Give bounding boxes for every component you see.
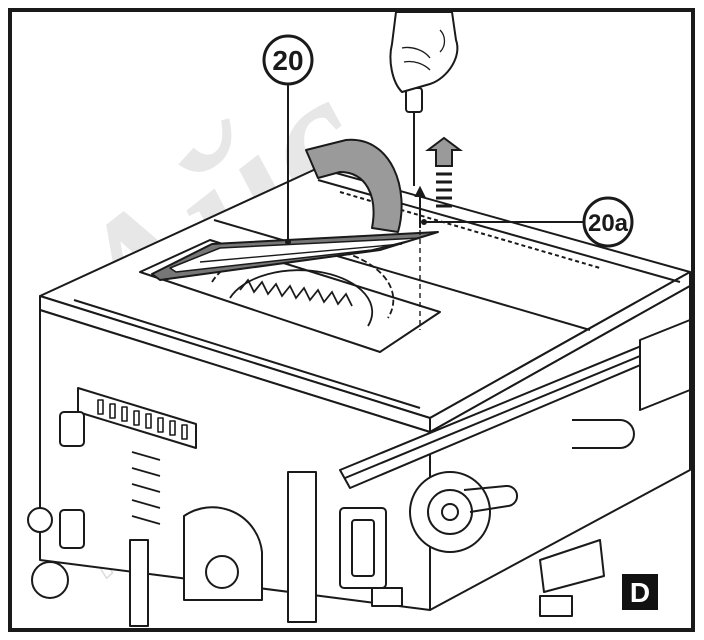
power-switch [59,411,85,447]
callout-20a: 20a [582,196,634,248]
callout-20: 20 [262,34,314,86]
screw-20a [414,185,426,330]
control-plate [77,387,197,449]
screwdriver-icon [405,87,423,186]
up-arrow-icon [425,136,463,208]
callout-20-label: 20 [272,45,303,76]
bevel-scale [183,506,263,601]
callout-20a-label: 20a [588,210,629,237]
throat-plate [151,231,439,281]
panel-letter: D [630,577,650,608]
rotate-arrow-icon [305,138,403,233]
panel-badge: D [622,574,658,610]
saw-body [27,167,691,627]
side-handle [572,419,635,449]
figure-border [8,8,695,632]
right-rail-end [639,319,691,411]
